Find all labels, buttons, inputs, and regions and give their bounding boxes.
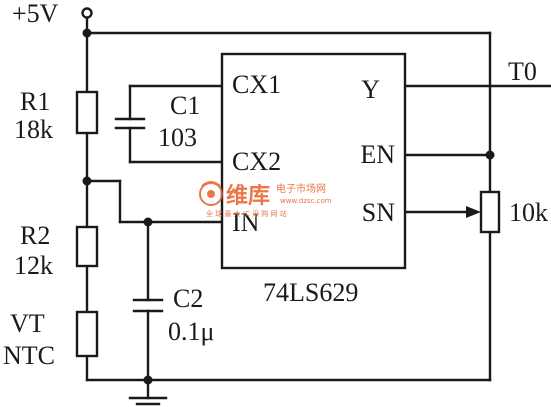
r1-value: 18k <box>14 115 53 144</box>
pot-value: 10k <box>509 198 548 227</box>
supply-label: +5V <box>12 0 59 28</box>
r2-value: 12k <box>14 251 53 280</box>
pin-en-label: EN <box>360 140 395 169</box>
ic-74ls629-body <box>220 52 407 270</box>
supply-terminal <box>81 7 93 19</box>
junction-ground <box>143 375 153 385</box>
output-label: T0 <box>508 57 537 86</box>
c1-value: 103 <box>158 123 197 152</box>
pin-in-label: IN <box>232 208 260 237</box>
watermark-url: www.dzsc.com <box>280 197 332 205</box>
watermark-tagline: 电子市场网 <box>276 182 326 195</box>
resistor-r1 <box>75 90 99 135</box>
pin-y-label: Y <box>361 75 380 104</box>
c1-name: C1 <box>170 91 200 120</box>
junction-en <box>485 150 495 160</box>
watermark-logo-icon <box>199 181 223 206</box>
wires <box>85 16 551 400</box>
junction-r1-r2 <box>82 176 92 186</box>
c2-value: 0.1μ <box>168 317 214 346</box>
watermark-brand: 维库 <box>226 183 270 209</box>
watermark: 维库 电子市场网 www.dzsc.com 全 球 最 大 IC 采 购 网 站 <box>199 181 332 218</box>
pin-sn-label: SN <box>362 198 395 227</box>
r1-name: R1 <box>20 87 50 116</box>
pin-cx2-label: CX2 <box>232 147 281 176</box>
ic-part-number: 74LS629 <box>263 278 358 307</box>
c2-name: C2 <box>173 284 203 313</box>
pin-cx1-label: CX1 <box>232 70 281 99</box>
ground-symbol <box>128 396 168 406</box>
r2-name: R2 <box>20 221 50 250</box>
junction-top-left <box>82 28 92 38</box>
vt-name: VT <box>10 309 45 338</box>
capacitor-c1 <box>114 117 146 130</box>
thermistor-vt <box>75 310 99 358</box>
junction-c2-in <box>143 217 153 227</box>
junction-dots <box>82 28 495 385</box>
vt-value: NTC <box>3 341 55 370</box>
capacitor-c2 <box>132 298 164 313</box>
resistor-r2 <box>75 225 99 268</box>
watermark-sub: 全 球 最 大 IC 采 购 网 站 <box>206 209 287 218</box>
potentiometer-10k <box>479 190 501 234</box>
